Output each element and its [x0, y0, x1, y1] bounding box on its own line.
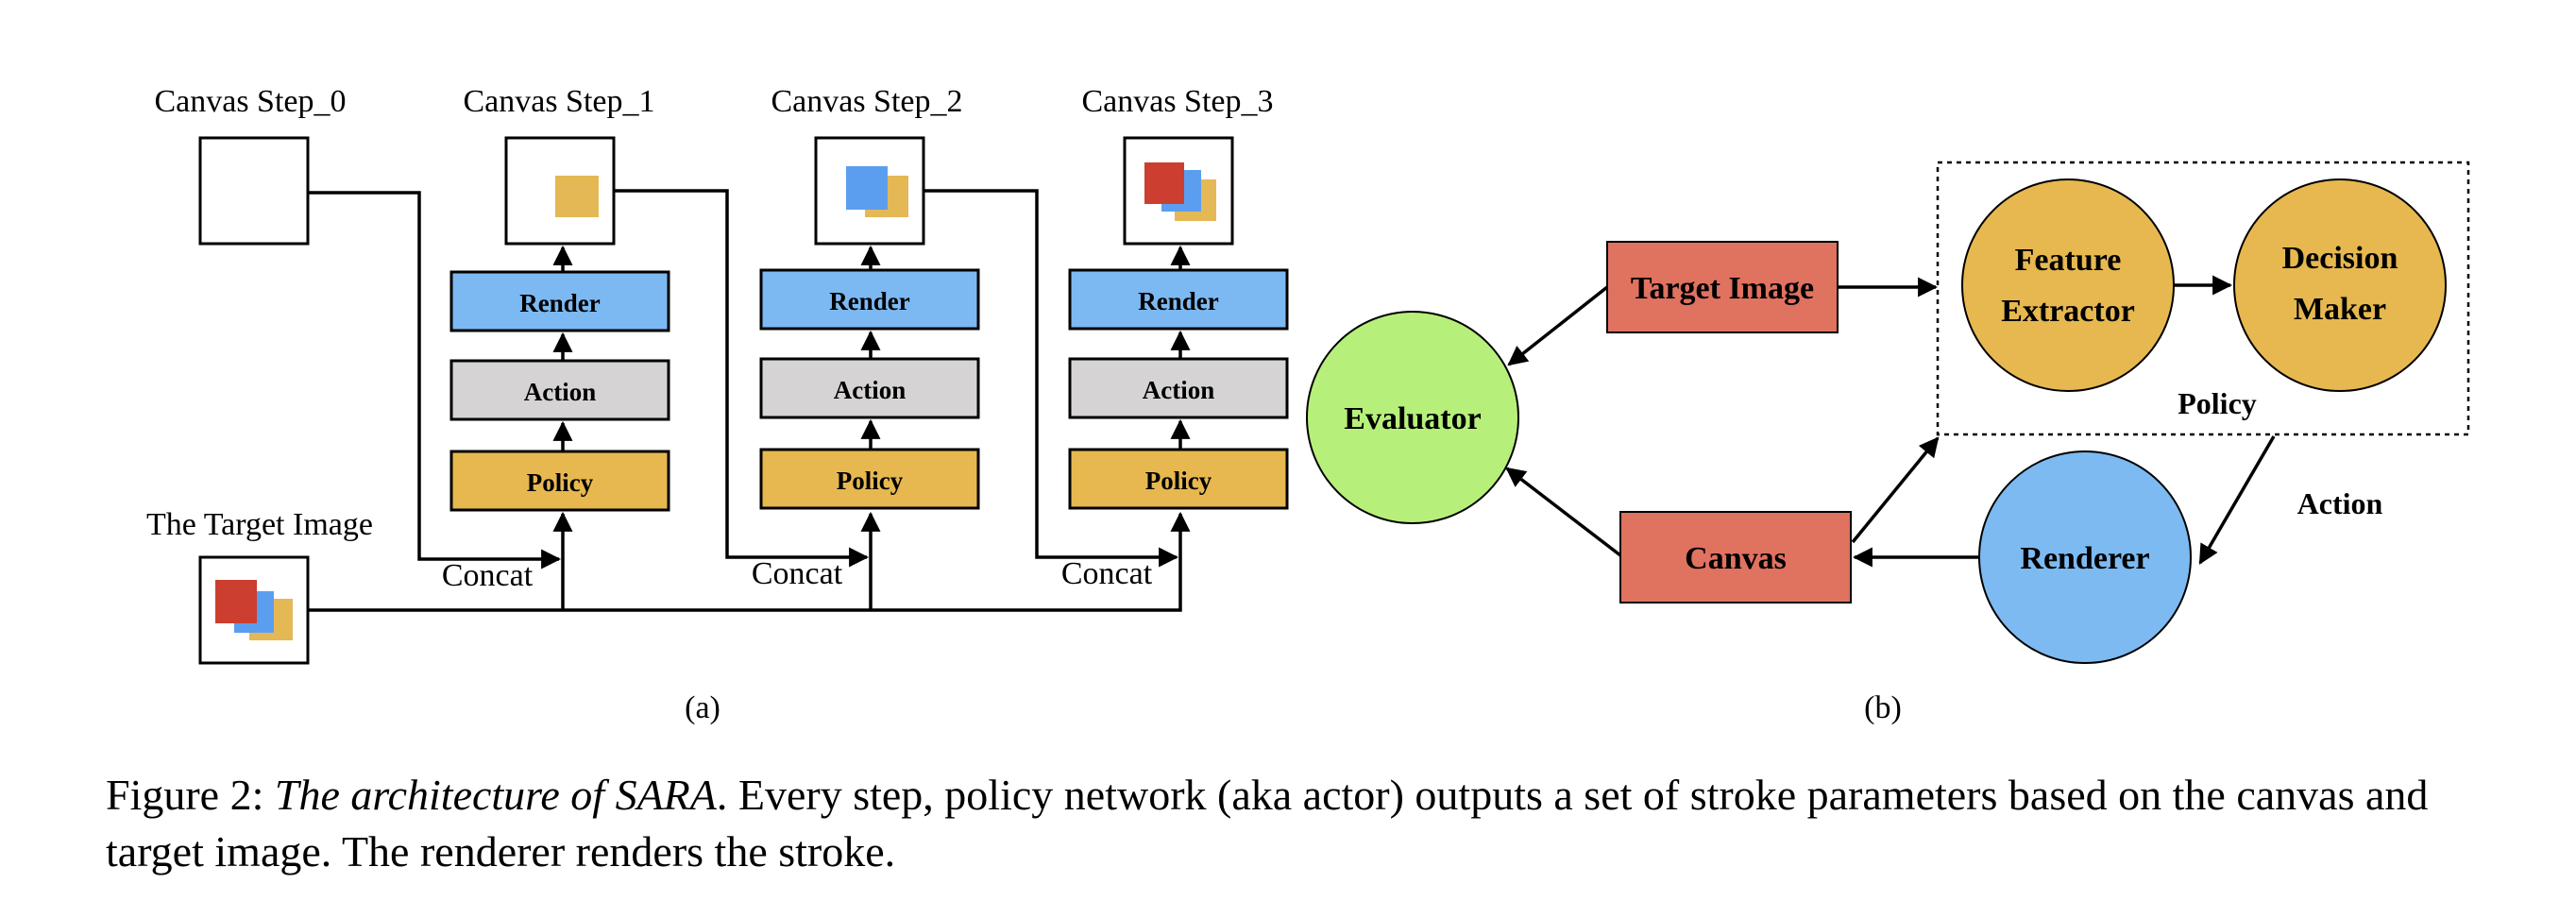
- feature-extractor-label-line1: Feature: [2015, 243, 2122, 278]
- canvas-to-policy-arrow: [1851, 436, 1940, 544]
- renderer-label: Renderer: [2020, 541, 2149, 576]
- render-label: Render: [519, 289, 600, 317]
- action-box: [449, 359, 670, 421]
- action-edge-label: Action: [2297, 486, 2383, 520]
- render-box: [1068, 268, 1289, 331]
- policy-box: [449, 450, 670, 512]
- evaluator-node: [1306, 311, 1519, 524]
- render-label: Render: [1138, 287, 1218, 315]
- target-bus-connector: [308, 511, 1191, 612]
- action-box: [1068, 357, 1289, 419]
- policy-label: Policy: [1145, 467, 1212, 495]
- canvas-2-to-policy-3-connector: [924, 189, 1179, 568]
- policy-to-renderer-arrow: [2198, 435, 2276, 565]
- red-stroke: [1144, 162, 1184, 204]
- concat-label-1: Concat: [442, 558, 534, 593]
- action-label: Action: [1143, 376, 1215, 404]
- concat-label-3: Concat: [1061, 556, 1153, 591]
- gold-stroke: [555, 176, 599, 217]
- canvas-step-0-label: Canvas Step_0: [154, 84, 346, 119]
- policy-box: [1068, 448, 1289, 510]
- decision-maker-node: [2233, 178, 2447, 392]
- policy-label: Policy: [837, 467, 904, 495]
- action-label: Action: [524, 378, 597, 406]
- decision-maker-label-line2: Maker: [2294, 292, 2386, 327]
- policy-region-label: Policy: [2178, 386, 2257, 420]
- panel-b-sublabel: (b): [1864, 690, 1902, 725]
- canvas-node: [1619, 511, 1852, 604]
- step-2-stack: Render Action Policy: [759, 245, 980, 510]
- panel-a: Canvas Step_0 Canvas Step_1 Canvas Step_…: [146, 84, 1289, 725]
- decision-maker-label-line1: Decision: [2282, 241, 2398, 276]
- panel-b: Policy Target Image Evaluator Feature Ex…: [1306, 161, 2470, 725]
- policy-region: [1936, 161, 2470, 436]
- target-to-evaluator-arrow: [1507, 285, 1609, 366]
- caption-title: The architecture of SARA: [274, 771, 717, 819]
- evaluator-label: Evaluator: [1344, 401, 1481, 436]
- figure-caption: Figure 2: The architecture of SARA. Ever…: [106, 767, 2504, 880]
- canvas-to-evaluator-arrow: [1505, 467, 1622, 557]
- feature-extractor-node: [1961, 178, 2175, 392]
- canvas-step-2-box: [814, 136, 925, 246]
- blue-stroke: [846, 166, 888, 210]
- canvas-step-1-box: [504, 136, 616, 246]
- canvas-node-label: Canvas: [1685, 541, 1787, 576]
- render-box: [759, 268, 980, 331]
- canvas-1-to-policy-2-connector: [614, 189, 870, 568]
- action-label: Action: [834, 376, 907, 404]
- render-box: [449, 270, 670, 332]
- feature-extractor-label-line2: Extractor: [2001, 294, 2135, 329]
- target-image-node: [1606, 241, 1839, 333]
- step-3-stack: Render Action Policy: [1068, 245, 1289, 510]
- panel-a-sublabel: (a): [685, 690, 720, 725]
- canvas-step-3-box: [1123, 136, 1234, 246]
- red-stroke: [215, 580, 257, 623]
- canvas-step-3-label: Canvas Step_3: [1081, 84, 1273, 119]
- canvas-step-1-label: Canvas Step_1: [463, 84, 654, 119]
- concat-label-2: Concat: [752, 556, 843, 591]
- caption-text: . Every step, policy network (aka actor)…: [106, 771, 2429, 876]
- step-1-stack: Render Action Policy: [449, 245, 670, 512]
- canvas-step-0-box: [198, 136, 310, 246]
- policy-label: Policy: [527, 468, 594, 497]
- policy-box: [759, 448, 980, 510]
- target-image-box: [198, 555, 310, 665]
- canvas-0-to-policy-1-connector: [308, 191, 562, 570]
- canvas-step-2-label: Canvas Step_2: [771, 84, 962, 119]
- target-image-label: The Target Image: [146, 507, 373, 542]
- render-label: Render: [829, 287, 909, 315]
- target-image-node-label: Target Image: [1631, 271, 1814, 306]
- caption-prefix: Figure 2:: [106, 771, 275, 819]
